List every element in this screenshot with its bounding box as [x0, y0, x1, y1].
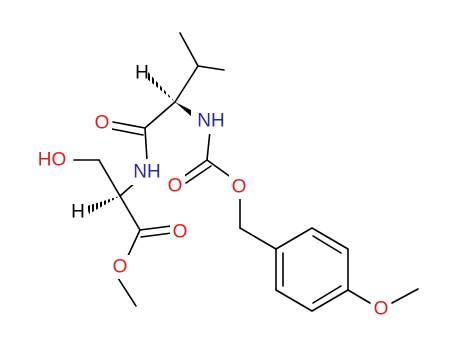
atom-label-amide-o: O	[95, 113, 110, 134]
bond-amide-co-2	[111, 128, 144, 136]
bond-ch2-ring	[239, 227, 277, 250]
ring-bond-2	[311, 227, 349, 250]
atom-label-ester-o: O	[113, 257, 128, 278]
hash-h-ser	[87, 196, 120, 214]
ring-double-1	[312, 235, 342, 254]
bond-calpha-ch2-ser	[98, 159, 121, 197]
ring-bond-1	[275, 227, 313, 250]
bond-ome-me	[391, 288, 419, 304]
bond-calpha-cco	[144, 101, 176, 129]
atom-label-carbamate-nh: NH	[197, 111, 224, 132]
bond-ester-me	[117, 277, 137, 307]
bond-ester-o	[126, 229, 141, 259]
ring-double-2	[312, 285, 342, 304]
atom-label-carbamate-ether-o: O	[232, 177, 247, 198]
atom-label-amide-nh: NH	[133, 162, 160, 183]
bonds-group	[73, 32, 419, 312]
ring-bond-5	[275, 289, 313, 312]
bond-ring-ome	[347, 289, 371, 304]
atom-labels-group: NH NH O O O O O O HO H H	[32, 63, 391, 321]
bond-cbm-o-2	[185, 165, 212, 184]
bond-nh-cbm	[206, 130, 211, 161]
bond-cbm-oether	[206, 159, 233, 179]
bond-ester-co-1	[139, 225, 172, 231]
bond-ipr-calpha	[174, 65, 199, 103]
bond-cco-nh	[144, 127, 148, 161]
atom-label-ester-carbonyl-o: O	[173, 222, 188, 243]
atom-label-hydroxyl: HO	[38, 150, 67, 171]
bond-cbm-o-1	[182, 159, 208, 178]
hash-h-val	[146, 72, 175, 102]
atom-label-carbamate-carbonyl-o: O	[168, 176, 183, 197]
bond-amide-co-1	[112, 121, 146, 129]
ring-bond-4	[311, 289, 349, 312]
bond-ester-co-2	[140, 232, 173, 238]
bond-calpha-ester	[119, 195, 141, 231]
atom-label-h-ser-alpha: H	[71, 202, 85, 223]
bond-ipr-me1	[179, 32, 199, 67]
bond-ipr-me2	[197, 65, 225, 71]
atom-label-h-val-alpha: H	[135, 63, 149, 84]
atom-label-methoxy-o: O	[374, 299, 389, 320]
